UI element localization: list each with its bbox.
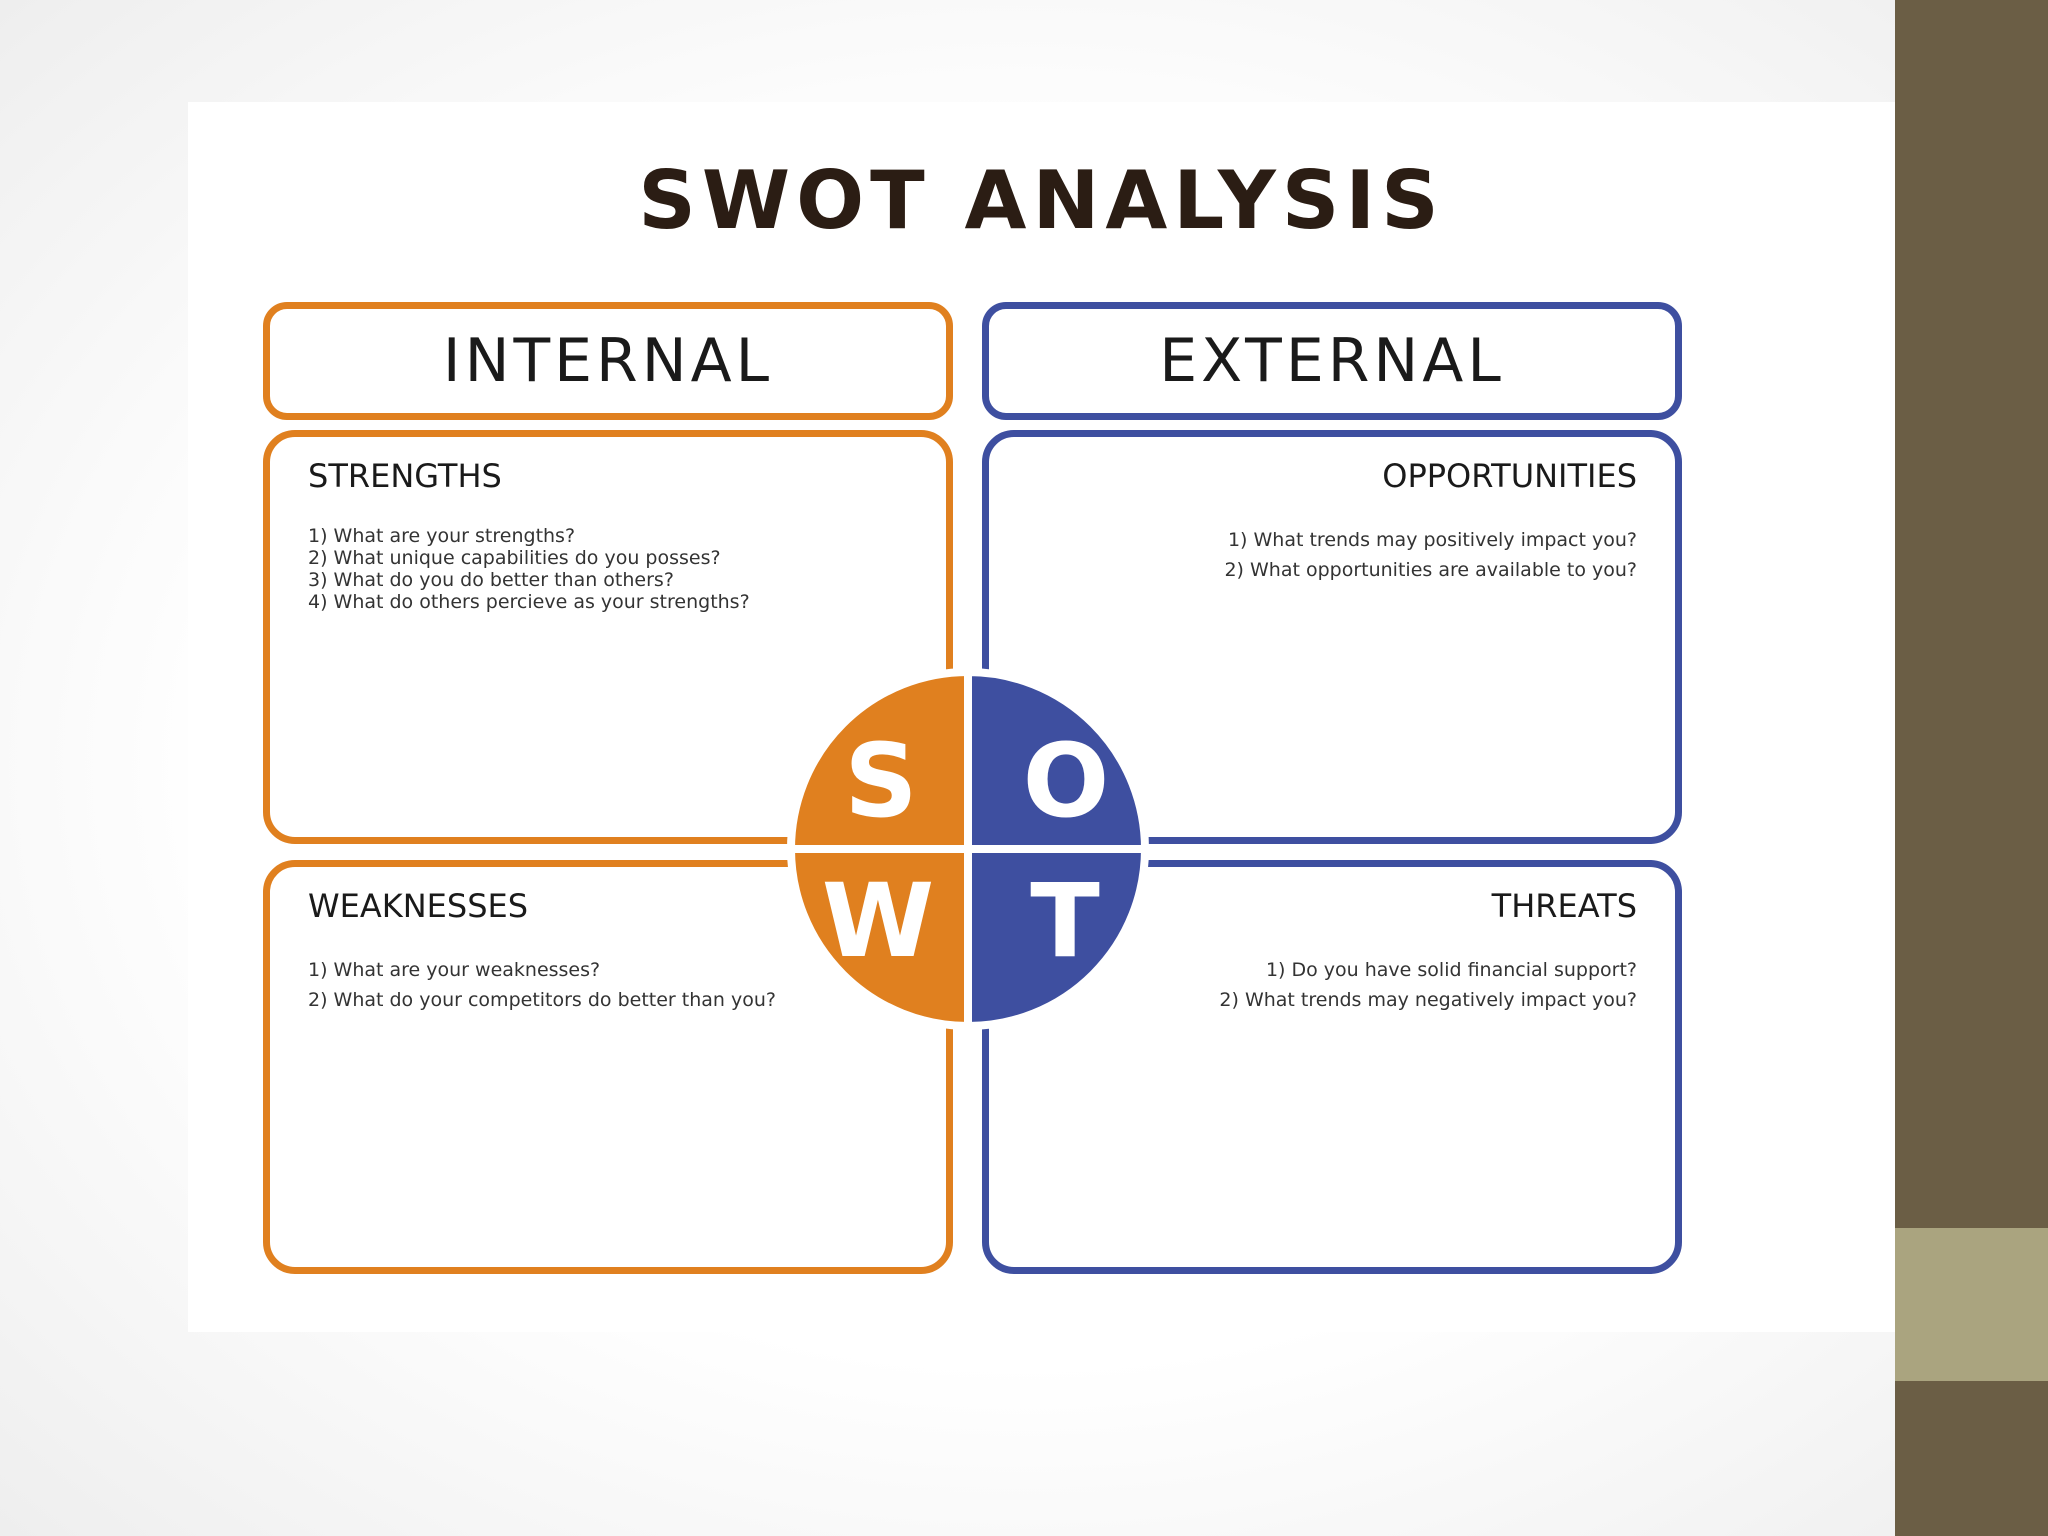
external-header: EXTERNAL [982,302,1682,420]
o-segment [964,667,1150,853]
s-segment [786,667,972,853]
list-item: 1) Do you have solid financial support? [1265,959,1637,981]
opportunities-list: 1) What trends may positively impact you… [1224,525,1637,585]
internal-header: INTERNAL [263,302,953,420]
weaknesses-label: WEAKNESSES [308,887,529,925]
swot-center-circle: S O W T [786,667,1150,1031]
strengths-list: 1) What are your strengths? 2) What uniq… [308,525,750,613]
swot-diagram: SWOT ANALYSIS INTERNAL EXTERNAL STRENGTH… [188,102,1895,1332]
threats-list: 1) Do you have solid financial support? … [1219,955,1637,1015]
slide-side-accent [1895,1228,2048,1381]
list-item: 1) What are your weaknesses? [308,959,601,981]
list-item: 4) What do others percieve as your stren… [308,591,750,613]
list-item: 2) What trends may negatively impact you… [1219,989,1637,1011]
list-item: 2) What do your competitors do better th… [308,989,776,1011]
opportunities-label: OPPORTUNITIES [1382,457,1637,495]
weaknesses-list: 1) What are your weaknesses? 2) What do … [308,955,776,1015]
w-segment [786,845,972,1031]
o-letter: O [1023,722,1110,841]
s-letter: S [844,722,917,841]
w-letter: W [822,862,935,981]
list-item: 2) What opportunities are available to y… [1224,559,1637,581]
diagram-title: SWOT ANALYSIS [638,154,1445,247]
list-item: 3) What do you do better than others? [308,569,674,591]
list-item: 1) What are your strengths? [308,525,576,547]
list-item: 2) What unique capabilities do you posse… [308,547,721,569]
threats-label: THREATS [1491,887,1637,925]
internal-header-label: INTERNAL [442,326,774,396]
t-segment [964,845,1150,1031]
list-item: 1) What trends may positively impact you… [1227,529,1637,551]
external-header-label: EXTERNAL [1159,326,1505,396]
t-letter: T [1030,862,1100,981]
strengths-label: STRENGTHS [308,457,502,495]
